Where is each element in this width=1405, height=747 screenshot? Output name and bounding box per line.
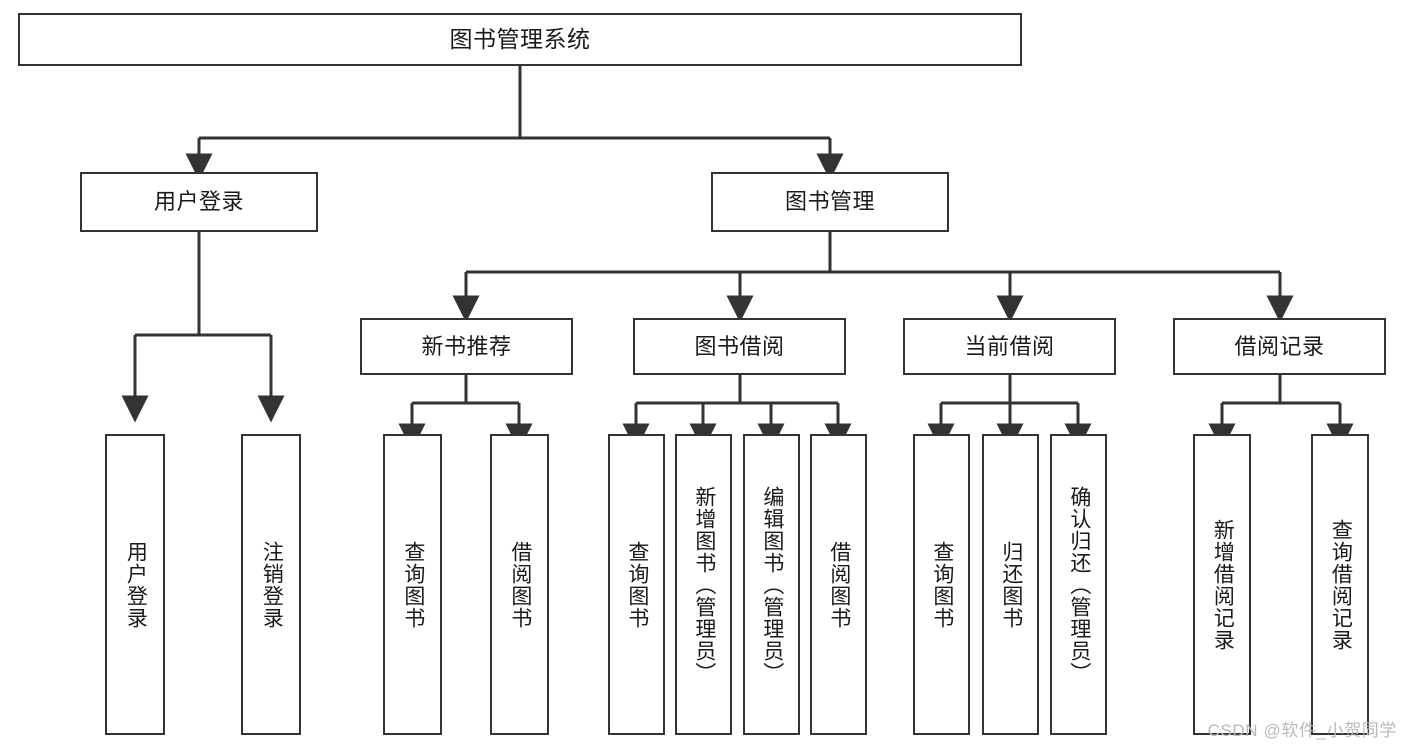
node-borrow-records[interactable]: 借阅记录 — [1173, 318, 1386, 375]
leaf-label: 注销登录 — [260, 540, 284, 629]
leaf-label: 确认归还（管理员） — [1067, 485, 1091, 684]
leaf-label: 用户登录 — [124, 540, 148, 629]
leaf-user-login-login[interactable]: 用户登录 — [105, 434, 165, 735]
node-book-management[interactable]: 图书管理 — [711, 172, 949, 232]
leaf-label: 新增借阅记录 — [1211, 518, 1235, 651]
leaf-label: 查询借阅记录 — [1329, 518, 1353, 651]
leaf-borrow-add-book-admin[interactable]: 新增图书（管理员） — [675, 434, 732, 735]
leaf-label: 借阅图书 — [827, 540, 851, 629]
leaf-records-add-record[interactable]: 新增借阅记录 — [1193, 434, 1251, 735]
leaf-label: 查询图书 — [625, 540, 649, 629]
leaf-label: 查询图书 — [930, 540, 954, 629]
leaf-borrow-query-book[interactable]: 查询图书 — [608, 434, 665, 735]
node-book-borrow[interactable]: 图书借阅 — [633, 318, 846, 375]
node-current-borrow[interactable]: 当前借阅 — [903, 318, 1116, 375]
leaf-current-confirm-return-admin[interactable]: 确认归还（管理员） — [1050, 434, 1107, 735]
leaf-recommend-borrow-book[interactable]: 借阅图书 — [490, 434, 549, 735]
leaf-recommend-query-book[interactable]: 查询图书 — [383, 434, 442, 735]
leaf-label: 查询图书 — [401, 540, 425, 629]
node-root-book-management-system[interactable]: 图书管理系统 — [18, 13, 1022, 66]
csdn-watermark: CSDN @软件_小贺同学 — [1207, 721, 1397, 740]
leaf-current-query-book[interactable]: 查询图书 — [913, 434, 970, 735]
node-new-book-recommend[interactable]: 新书推荐 — [360, 318, 573, 375]
leaf-borrow-borrow-book[interactable]: 借阅图书 — [810, 434, 867, 735]
leaf-label: 归还图书 — [999, 540, 1023, 629]
node-user-login[interactable]: 用户登录 — [80, 172, 318, 232]
leaf-records-query-record[interactable]: 查询借阅记录 — [1311, 434, 1369, 735]
leaf-label: 新增图书（管理员） — [692, 485, 716, 684]
leaf-current-return-book[interactable]: 归还图书 — [982, 434, 1039, 735]
leaf-label: 借阅图书 — [508, 540, 532, 629]
leaf-label: 编辑图书（管理员） — [760, 485, 784, 684]
leaf-user-login-logout[interactable]: 注销登录 — [241, 434, 301, 735]
leaf-borrow-edit-book-admin[interactable]: 编辑图书（管理员） — [743, 434, 800, 735]
